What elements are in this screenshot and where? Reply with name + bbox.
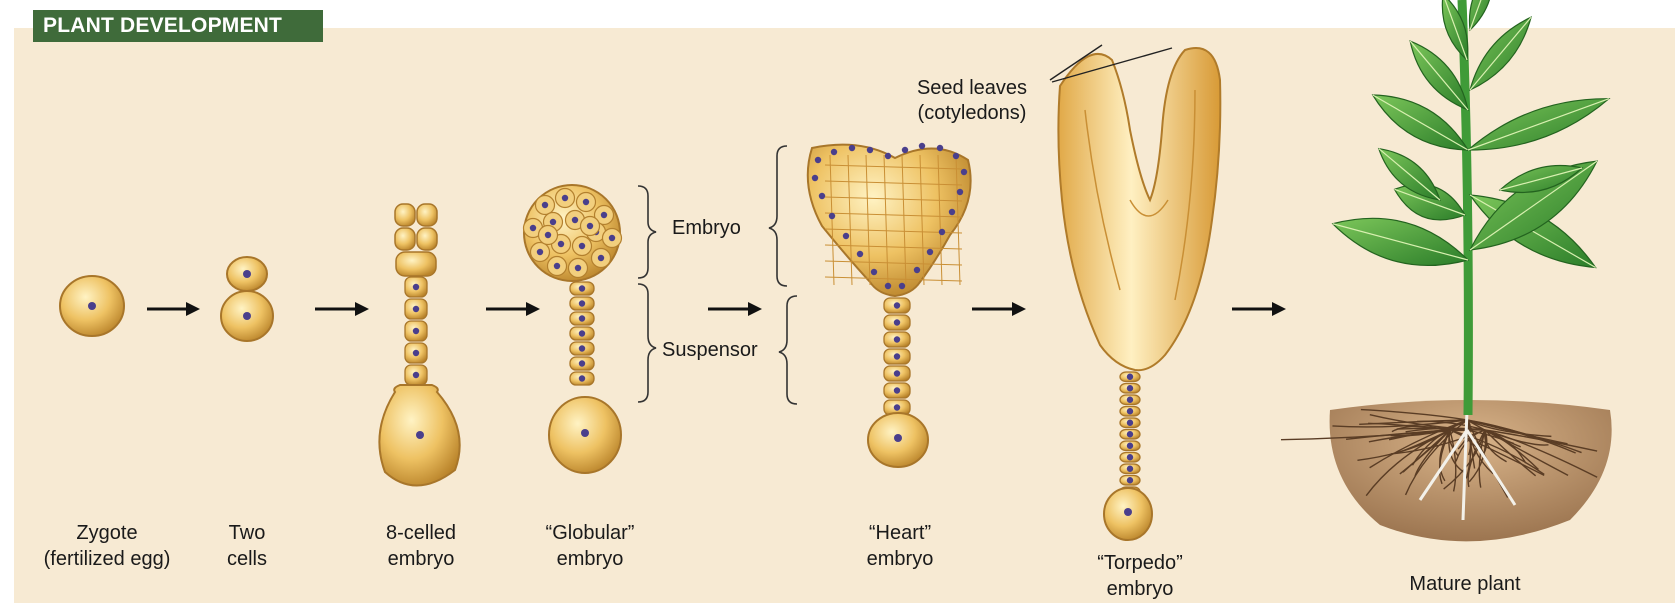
stage-label-line1: “Heart”: [840, 520, 960, 546]
stage-label-line1: Zygote: [32, 520, 182, 546]
stage-label-line2: embryo: [366, 546, 476, 572]
arrow-3: [486, 302, 540, 316]
stage-label-two-cells: Two cells: [197, 520, 297, 572]
stage-label-line1: “Torpedo”: [1075, 550, 1205, 576]
suspensor-label: Suspensor: [662, 338, 758, 363]
stage-label-globular: “Globular” embryo: [525, 520, 655, 572]
stage-label-line2: cells: [197, 546, 297, 572]
stage-label-8-celled: 8-celled embryo: [366, 520, 476, 572]
stage-label-heart: “Heart” embryo: [840, 520, 960, 572]
heart-embryo: [808, 143, 971, 467]
torpedo-embryo: [1058, 48, 1220, 540]
stage-label-line1: 8-celled: [366, 520, 476, 546]
stage-label-torpedo: “Torpedo” embryo: [1075, 550, 1205, 602]
arrow-6: [1232, 302, 1286, 316]
stage-label-line1: Mature plant: [1385, 571, 1545, 597]
mature-plant: [1281, 0, 1612, 541]
seed-leaves-line1: Seed leaves: [902, 76, 1042, 101]
arrow-4: [708, 302, 762, 316]
eight-celled-embryo: [379, 204, 459, 486]
seed-leaves-line2: (cotyledons): [902, 101, 1042, 126]
stage-label-line2: embryo: [525, 546, 655, 572]
zygote-cell: [60, 276, 124, 336]
arrow-1: [147, 302, 200, 316]
arrow-2: [315, 302, 369, 316]
stage-label-mature-plant: Mature plant: [1385, 571, 1545, 597]
arrow-5: [972, 302, 1026, 316]
stage-label-line1: Two: [197, 520, 297, 546]
globular-embryo: [524, 185, 622, 473]
stage-label-line1: “Globular”: [525, 520, 655, 546]
stage-label-zygote: Zygote (fertilized egg): [32, 520, 182, 572]
embryo-label: Embryo: [672, 216, 741, 241]
stage-label-line2: embryo: [1075, 576, 1205, 602]
stage-label-line2: (fertilized egg): [32, 546, 182, 572]
two-cells: [221, 257, 273, 341]
stage-label-line2: embryo: [840, 546, 960, 572]
seed-leaves-label: Seed leaves (cotyledons): [902, 76, 1042, 126]
